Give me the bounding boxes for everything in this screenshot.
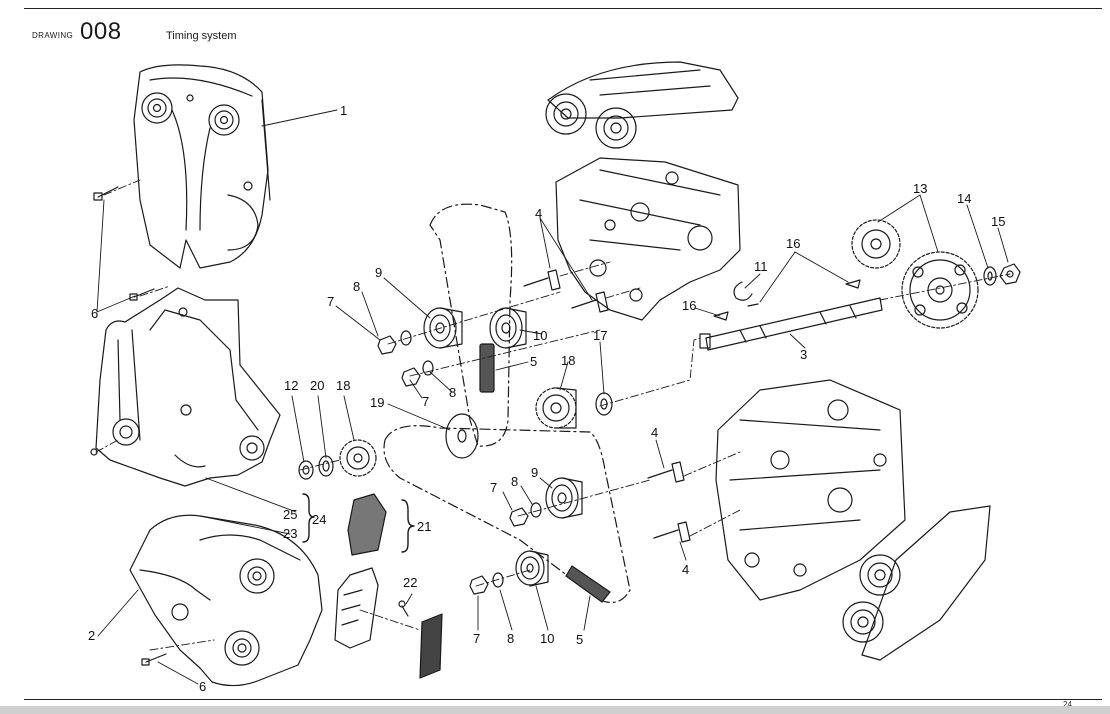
callout-8-a: 8 — [353, 279, 360, 294]
nut-12 — [298, 460, 314, 480]
callout-8-c: 8 — [511, 474, 518, 489]
callout-22: 22 — [403, 575, 417, 590]
callout-4-lower: 4 — [682, 562, 689, 577]
layshaft — [699, 297, 883, 351]
tensioner-9-upper — [423, 307, 463, 349]
callout-8-d: 8 — [507, 631, 514, 646]
timing-gears-13 — [851, 219, 979, 329]
roller-10-upper — [489, 307, 527, 349]
callout-9-lower: 9 — [531, 465, 538, 480]
callout-9-upper: 9 — [375, 265, 382, 280]
callout-14: 14 — [957, 191, 971, 206]
washers-8 — [400, 330, 542, 588]
drawing-number: 008 — [80, 18, 122, 45]
callout-18-lower: 18 — [336, 378, 350, 393]
studs-4 — [523, 269, 691, 543]
roller-10-lower — [515, 550, 549, 587]
callout-1: 1 — [340, 103, 347, 118]
callout-24: 24 — [312, 512, 326, 527]
washer-20 — [318, 455, 334, 477]
callout-21: 21 — [417, 519, 431, 534]
belt-segments-5 — [479, 343, 611, 603]
callout-25: 25 — [283, 507, 297, 522]
leader-lines — [96, 109, 1009, 685]
callout-8-b: 8 — [449, 385, 456, 400]
rear-belt-cover — [95, 287, 281, 487]
callout-6-upper: 6 — [91, 306, 98, 321]
washer-14 — [983, 266, 997, 286]
callout-3: 3 — [800, 347, 807, 362]
callout-4-middle: 4 — [651, 425, 658, 440]
callout-12: 12 — [284, 378, 298, 393]
page-number: 24 — [1063, 700, 1072, 709]
keys-16 — [713, 279, 861, 321]
nut-15 — [999, 263, 1021, 285]
callout-7-c: 7 — [490, 480, 497, 495]
callout-16-upper: 16 — [786, 236, 800, 251]
callout-4-upper: 4 — [535, 206, 542, 221]
callout-7-b: 7 — [422, 394, 429, 409]
upper-timing-belt — [429, 203, 513, 447]
callout-15: 15 — [991, 214, 1005, 229]
callout-6-lower: 6 — [199, 679, 206, 694]
circlip-11 — [733, 281, 753, 301]
screw-22 — [398, 600, 409, 617]
callout-7-a: 7 — [327, 294, 334, 309]
callout-2: 2 — [88, 628, 95, 643]
callout-13: 13 — [913, 181, 927, 196]
nuts-7 — [377, 335, 529, 595]
callout-10-lower: 10 — [540, 631, 554, 646]
callout-5-upper: 5 — [530, 354, 537, 369]
callout-7-d: 7 — [473, 631, 480, 646]
callout-5-lower: 5 — [576, 632, 583, 647]
callout-17: 17 — [593, 328, 607, 343]
lower-cylinder-head — [715, 379, 906, 601]
brace-24 — [302, 493, 315, 543]
drawing-label: DRAWING — [32, 31, 74, 40]
footer-band — [0, 706, 1110, 714]
callout-11: 11 — [754, 259, 768, 274]
callout-20: 20 — [310, 378, 324, 393]
upper-belt-cover — [133, 64, 271, 269]
lower-camshaft-cover — [842, 505, 991, 661]
upper-cylinder-head — [555, 157, 741, 321]
callout-18-upper: 18 — [561, 353, 575, 368]
lower-belt-cover — [129, 514, 323, 687]
callout-19: 19 — [370, 395, 384, 410]
drawing-title: Timing system — [166, 30, 237, 42]
assembly-axes — [95, 179, 1011, 651]
bottom-rule — [24, 699, 1102, 700]
brace-21 — [401, 499, 415, 553]
spacer-17 — [595, 392, 613, 416]
callout-16-lower: 16 — [682, 298, 696, 313]
bolts-6 — [90, 186, 167, 666]
top-rule — [24, 8, 1102, 9]
washer-19 — [445, 413, 479, 459]
pulley-18-upper — [535, 387, 577, 429]
lower-timing-belt — [383, 425, 631, 603]
upper-camshaft-cover — [545, 61, 739, 149]
callout-10-upper: 10 — [533, 328, 547, 343]
belt-guard-set — [334, 493, 443, 679]
tensioner-9-lower — [545, 477, 583, 519]
pulley-18-lower — [339, 439, 377, 477]
callout-23: 23 — [283, 526, 297, 541]
